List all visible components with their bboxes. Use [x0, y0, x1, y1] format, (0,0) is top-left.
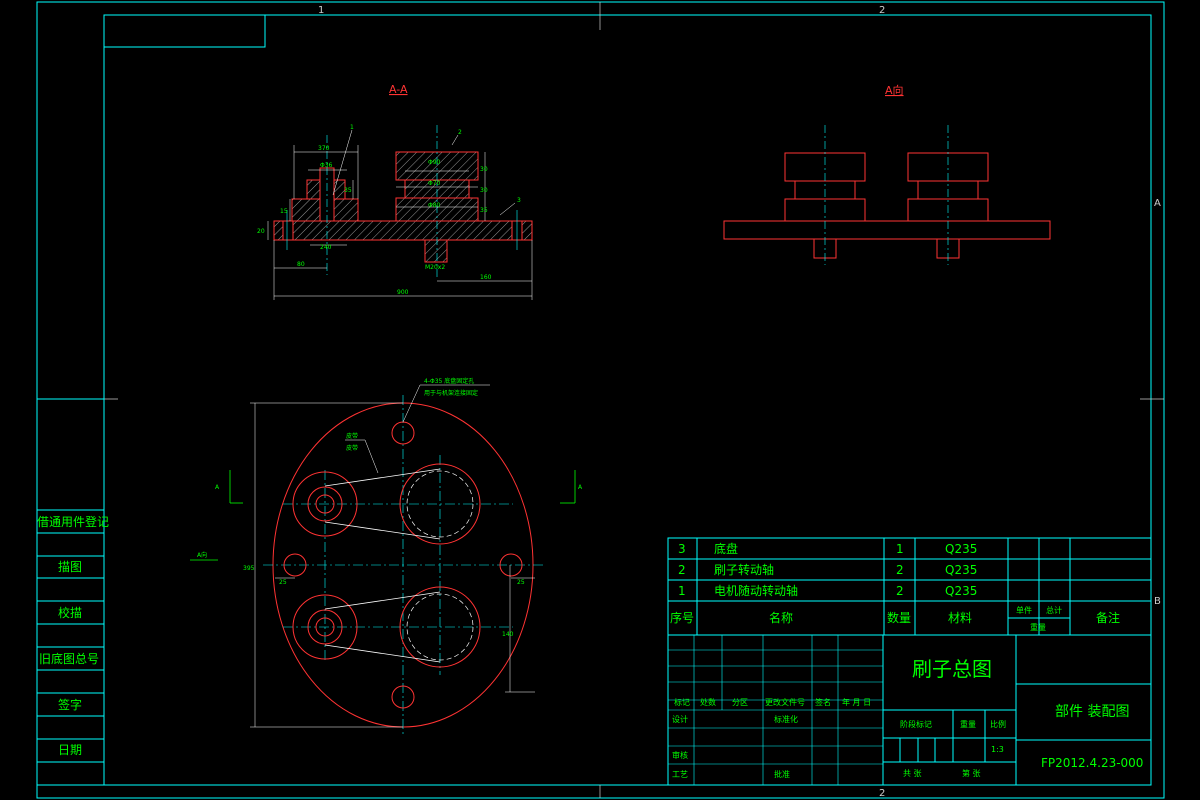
header-remark: 备注	[1096, 610, 1120, 625]
dim-25b: 25	[517, 579, 525, 586]
hole-note-2: 用于与机架连接固定	[424, 389, 478, 397]
zone-label-a: A	[1154, 198, 1161, 209]
dim-20: 20	[257, 228, 265, 235]
scale-value: 1:3	[991, 745, 1004, 754]
section-arrow-right: A	[578, 484, 583, 491]
belt-label-1: 皮带	[346, 432, 358, 440]
dim-370: 370	[318, 145, 330, 152]
outer-frame	[36, 1, 1165, 799]
left-strip: 借通用件登记 描图 校描 旧底图总号 签字 日期	[36, 398, 109, 786]
strip-label-1: 描图	[58, 560, 82, 574]
rev-header-2: 分区	[732, 698, 748, 707]
leader-3: 3	[517, 197, 521, 204]
section-title: A-A	[389, 83, 408, 96]
strip-label-4: 签字	[58, 697, 82, 712]
zone-label-2-bottom: 2	[879, 788, 885, 799]
strip-label-0: 借通用件登记	[37, 514, 109, 529]
part-2-material: Q235	[945, 563, 977, 577]
dim-160: 160	[480, 274, 492, 281]
leader-2: 2	[458, 129, 462, 136]
dim-phi80: Φ80	[428, 202, 441, 209]
belt-label-2: 皮带	[346, 444, 358, 452]
drawing-type: 部件 装配图	[1055, 704, 1129, 720]
weight-label: 重量	[960, 719, 976, 729]
header-qty: 数量	[887, 610, 911, 625]
part-1-qty: 2	[896, 584, 904, 598]
drawing-number: FP2012.4.23-000	[1041, 756, 1143, 770]
dim-25a: 25	[279, 579, 287, 586]
standard-label: 标准化	[774, 714, 798, 724]
dim-240: 240	[320, 244, 332, 251]
header-material: 材料	[948, 611, 972, 625]
part-2-name: 刷子转动轴	[714, 562, 774, 577]
scale-label: 比例	[990, 719, 1006, 729]
top-left-box	[103, 14, 266, 48]
rev-header-1: 处数	[700, 697, 716, 707]
side-arrow: A向	[197, 551, 207, 559]
sheets-label: 共 张	[903, 769, 922, 778]
dim-phi90: Φ90	[428, 159, 441, 166]
direction-title: A向	[885, 83, 904, 97]
part-1-material: Q235	[945, 584, 977, 598]
dim-phi36: Φ36	[320, 162, 333, 169]
strip-label-2: 校描	[58, 605, 82, 620]
part-1-no: 1	[678, 584, 686, 598]
part-3-qty: 1	[896, 542, 904, 556]
dim-30a: 30	[480, 166, 488, 173]
section-arrow-left: A	[215, 484, 220, 491]
sheet-label: 第 张	[962, 768, 981, 778]
zone-label-2: 2	[879, 5, 885, 16]
rev-header-0: 标记	[674, 697, 690, 707]
rev-header-4: 签名	[815, 697, 831, 707]
dim-140: 140	[502, 631, 514, 638]
part-2-qty: 2	[896, 563, 904, 577]
dim-30b: 30	[480, 187, 488, 194]
dim-15: 15	[280, 208, 288, 215]
header-total: 总计	[1046, 605, 1062, 615]
design-label: 设计	[672, 714, 688, 724]
title-block: 刷子总图 部件 装配图 FP2012.4.23-000 标记 处数 分区 更改文…	[667, 634, 1152, 786]
leader-1: 1	[350, 124, 354, 131]
section-view-a-a: A-A	[257, 83, 533, 300]
drawing-title: 刷子总图	[912, 657, 992, 681]
direction-view-a: A向	[723, 83, 1051, 265]
dim-35b: 35	[344, 187, 352, 194]
inner-frame	[103, 14, 1152, 786]
dim-395: 395	[243, 565, 255, 572]
zone-label-1: 1	[318, 5, 324, 16]
plan-view: 4-Φ35 底盘固定孔 用于与机架连接固定 皮带 皮带 395 25 25 14…	[190, 377, 583, 735]
rev-header-3: 更改文件号	[765, 697, 805, 707]
approve-label: 批准	[774, 769, 790, 779]
part-3-name: 底盘	[714, 541, 738, 556]
process-label: 工艺	[672, 770, 688, 779]
strip-label-5: 日期	[58, 743, 82, 757]
header-no: 序号	[670, 610, 694, 625]
dim-phi70: Φ70	[428, 180, 441, 187]
zone-label-b: B	[1154, 596, 1161, 607]
rev-header-5: 年 月 日	[842, 697, 871, 707]
part-1-name: 电机随动转动轴	[714, 583, 798, 598]
shaft-stub	[424, 239, 448, 263]
dim-thread: M20x2	[425, 264, 445, 271]
header-single: 单件	[1016, 605, 1032, 615]
header-weight: 重量	[1030, 622, 1046, 632]
header-name: 名称	[769, 610, 793, 625]
parts-list: 3 底盘 1 Q235 2 刷子转动轴 2 Q235 1 电机随动转动轴 2 Q…	[667, 537, 1152, 636]
dim-35a: 35	[480, 207, 488, 214]
part-3-material: Q235	[945, 542, 977, 556]
stage-label: 阶段标记	[900, 719, 932, 729]
dim-900: 900	[397, 289, 409, 296]
strip-label-3: 旧底图总号	[39, 651, 99, 666]
hole-note-1: 4-Φ35 底盘固定孔	[424, 377, 474, 385]
review-label: 审核	[672, 750, 688, 760]
base-plate-section	[273, 220, 533, 241]
dim-80: 80	[297, 261, 305, 268]
part-2-no: 2	[678, 563, 686, 577]
part-3-no: 3	[678, 542, 686, 556]
